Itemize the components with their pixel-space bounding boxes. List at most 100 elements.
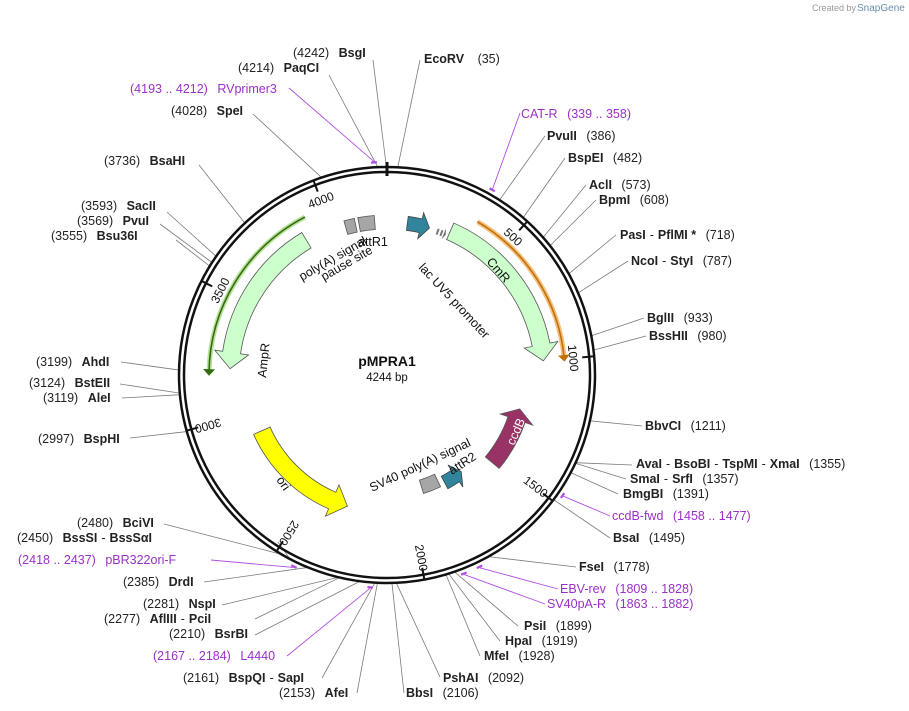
site-smai-name: SmaI — [630, 472, 660, 486]
leader-bcivi — [163, 523, 282, 555]
site-bsssi-pos: (2450) — [17, 531, 53, 545]
site-sacii-pos: (3593) — [81, 199, 117, 213]
site-afliii-name: AflIII — [150, 612, 177, 626]
site-hpai-pos: (1919) — [542, 634, 578, 648]
primer-leader-rvprimer3 — [288, 87, 375, 162]
leader-ncoi — [577, 260, 629, 294]
site-bsteii-pos: (3124) — [29, 376, 65, 390]
tick-2500 — [275, 540, 284, 552]
site-ncoi-pos: (787) — [703, 254, 732, 268]
site-bsssi-name: BssSI — [63, 531, 98, 545]
leader-pasi — [568, 234, 617, 275]
leader-psshii — [593, 335, 647, 351]
tick-1500 — [542, 492, 554, 502]
site-acli-name: AclI — [589, 178, 612, 192]
tick-label-2000: 2000 — [412, 543, 431, 572]
site-labels: (4242) BsgI (4214) PaqCI (4193 .. 4212) … — [17, 46, 845, 700]
leader-pvui — [159, 223, 213, 263]
site-bspei: BspEI (482) — [568, 151, 642, 165]
site-afei-pos: (2153) — [279, 686, 315, 700]
site-ahdi-pos: (3199) — [36, 355, 72, 369]
site-avai: AvaI-BsoBI-TspMI-XmaI (1355) — [636, 457, 845, 471]
site-alei-name: AleI — [88, 391, 111, 405]
primer-leader-lines — [210, 87, 611, 657]
primer-l4440: (2167 .. 2184) L4440 — [153, 649, 275, 663]
site-bsai-name: BsaI — [613, 531, 639, 545]
attr1-feature — [405, 211, 430, 240]
site-nspi-name: NspI — [189, 597, 216, 611]
site-bsrbi-pos: (2210) — [169, 627, 205, 641]
leader-avai — [575, 462, 633, 466]
leader-bspei — [522, 157, 566, 218]
site-bspqi-pos: (2161) — [183, 671, 219, 685]
site-bbsi-pos: (2106) — [443, 686, 479, 700]
site-afliii-pos: (2277) — [104, 612, 140, 626]
site-bsssi-sep: - — [101, 531, 105, 545]
site-pasi-pos: (718) — [706, 228, 735, 242]
site-drdi-pos: (2385) — [123, 575, 159, 589]
leader-bpmi — [549, 199, 597, 247]
primer-ccdb-fwd-name: ccdB-fwd — [612, 509, 663, 523]
site-pasi: PasI-PflMI * (718) — [620, 228, 735, 242]
site-afei-name: AfeI — [325, 686, 349, 700]
ccdb-feature — [484, 408, 534, 469]
plasmid-size: 4244 bp — [366, 372, 408, 384]
site-nspi-pos: (2281) — [143, 597, 179, 611]
site-mfei: MfeI (1928) — [484, 649, 555, 663]
leader-spei — [252, 113, 322, 178]
site-bbvci-pos: (1211) — [691, 419, 726, 433]
primer-sv40pa-r: SV40pA-R (1863 .. 1882) — [547, 597, 693, 611]
tick-4000 — [312, 180, 319, 193]
site-spei: (4028) SpeI — [171, 104, 243, 118]
tick-label-4000: 4000 — [306, 189, 336, 212]
site-pshai-pos: (2092) — [488, 671, 524, 685]
site-paqci-name: PaqCI — [284, 61, 319, 75]
site-bsphi-pos: (2997) — [38, 432, 74, 446]
site-ahdi-name: AhdI — [82, 355, 110, 369]
site-bsai-pos: (1495) — [649, 531, 685, 545]
site-paqci-pos: (4214) — [238, 61, 274, 75]
leader-nspi — [221, 576, 339, 606]
leader-sacii — [166, 211, 217, 257]
primer-cat-r-range: (339 .. 358) — [567, 107, 631, 121]
site-bsgi-pos: (4242) — [293, 46, 329, 60]
cmr-orf-arc — [476, 219, 570, 362]
lac-promoter-head — [441, 228, 446, 240]
site-bsai: BsaI (1495) — [613, 531, 685, 545]
site-ncoi-name: NcoI — [631, 254, 658, 268]
site-fsei-pos: (1778) — [614, 560, 650, 574]
site-sacii: (3593) SacII — [81, 199, 156, 213]
leader-bsahi — [198, 164, 246, 224]
tick-label-3000: 3000 — [193, 415, 223, 436]
leader-bsrbi — [254, 580, 361, 636]
site-bpmi-name: BpmI — [599, 193, 630, 207]
primer-leader-ccdb-fwd — [563, 495, 611, 517]
site-psii-pos: (1899) — [556, 619, 592, 633]
site-pasi-name: PasI — [620, 228, 646, 242]
primer-mark-ccdb-fwd — [559, 492, 566, 499]
site-pshai-name: PshAI — [443, 671, 478, 685]
leader-bspqi — [321, 582, 376, 679]
site-bsrbi-name: BsrBI — [215, 627, 248, 641]
site-avai-sep2: - — [714, 457, 718, 471]
primer-leader-l4440 — [286, 587, 371, 657]
site-mfei-pos: (1928) — [518, 649, 554, 663]
site-bsphi: (2997) BspHI — [38, 432, 120, 446]
polya-signal-feature — [357, 215, 376, 232]
pause-site-feature — [343, 217, 358, 235]
primer-pbr322ori-f: (2418 .. 2437) pBR322ori-F — [18, 553, 177, 567]
site-pvuii-name: PvuII — [547, 129, 577, 143]
site-bsphi-name: BspHI — [84, 432, 120, 446]
site-bspei-name: BspEI — [568, 151, 603, 165]
site-ncoi: NcoI-StyI (787) — [631, 254, 732, 268]
leader-ecorv — [397, 59, 421, 168]
site-afliii-alt: PciI — [189, 612, 211, 626]
primer-ccdb-fwd-range: (1458 .. 1477) — [673, 509, 751, 523]
site-bsgi-name: BsgI — [339, 46, 366, 60]
site-alei-pos: (3119) — [43, 391, 78, 405]
ampr-orf-arc — [203, 214, 307, 376]
leader-ahdi — [120, 361, 180, 371]
site-mfei-name: MfeI — [484, 649, 509, 663]
primer-cat-r-name: CAT-R — [521, 107, 558, 121]
